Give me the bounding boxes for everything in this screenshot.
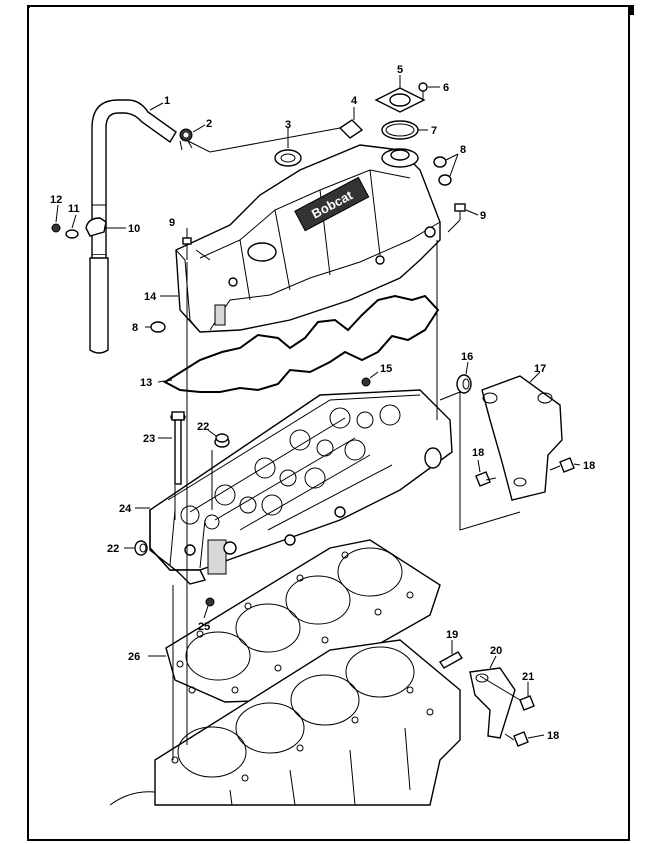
callout-1: 1 (164, 95, 170, 107)
head-plug-top (214, 433, 230, 448)
valve-cover: Bobcat (175, 144, 441, 333)
callout-26: 26 (128, 651, 140, 663)
head-plug-small (361, 377, 371, 387)
callout-12: 12 (50, 194, 62, 206)
bracket-nut (519, 695, 535, 711)
callout-16: 16 (461, 351, 473, 363)
callout-19: 19 (446, 629, 458, 641)
callout-5: 5 (397, 64, 403, 76)
callout-7: 7 (431, 125, 437, 137)
callout-18-bottom: 18 (547, 730, 559, 742)
callout-11: 11 (68, 203, 80, 215)
callout-13: 13 (140, 377, 152, 389)
callout-25: 25 (198, 621, 210, 633)
lifting-bracket-rear (481, 375, 563, 501)
valve-cover-gasket (163, 294, 440, 393)
cover-grommets (150, 156, 452, 333)
callout-10: 10 (128, 223, 140, 235)
callout-23: 23 (143, 433, 155, 445)
callout-18-left: 18 (472, 447, 484, 459)
breather-screw (418, 82, 428, 100)
callout-18-right: 18 (583, 460, 595, 472)
callout-22-side: 22 (107, 543, 119, 555)
hose-clamp (179, 128, 193, 151)
cover-bolts (182, 203, 466, 260)
leader-lines (55, 75, 581, 760)
breather-tube (338, 119, 364, 139)
expansion-plug (456, 374, 472, 394)
callout-labels: 1 2 3 4 5 6 7 8 8 9 9 10 11 12 13 14 15 … (50, 64, 595, 742)
bracket-bolts (475, 457, 575, 747)
breather-hose (89, 99, 177, 354)
callout-6: 6 (443, 82, 449, 94)
lifting-bracket-front (469, 667, 516, 739)
head-gasket (165, 539, 441, 703)
callout-2: 2 (206, 118, 212, 130)
callout-15: 15 (380, 363, 392, 375)
callout-8-left: 8 (132, 322, 138, 334)
frame-corner-mark-top-right (628, 5, 634, 15)
callout-3: 3 (285, 119, 291, 131)
engine-block (109, 639, 461, 806)
head-plug-side (134, 540, 148, 556)
head-plug-lower (205, 597, 215, 607)
callout-9-left: 9 (169, 217, 175, 229)
cylinder-head (149, 389, 453, 585)
hose-mount-clamp (51, 217, 107, 239)
callout-20: 20 (490, 645, 502, 657)
head-bolt (170, 411, 186, 485)
callout-24: 24 (119, 503, 132, 515)
callout-22-top: 22 (197, 421, 209, 433)
callout-17: 17 (534, 363, 546, 375)
callout-4: 4 (351, 95, 358, 107)
breather-cap (374, 87, 426, 140)
callout-14: 14 (144, 291, 157, 303)
callout-21: 21 (522, 671, 534, 683)
callout-9-right: 9 (480, 210, 486, 222)
frame-corner-mark-top-left (27, 5, 30, 8)
callout-8-top: 8 (460, 144, 466, 156)
bracket-stud (438, 651, 464, 669)
